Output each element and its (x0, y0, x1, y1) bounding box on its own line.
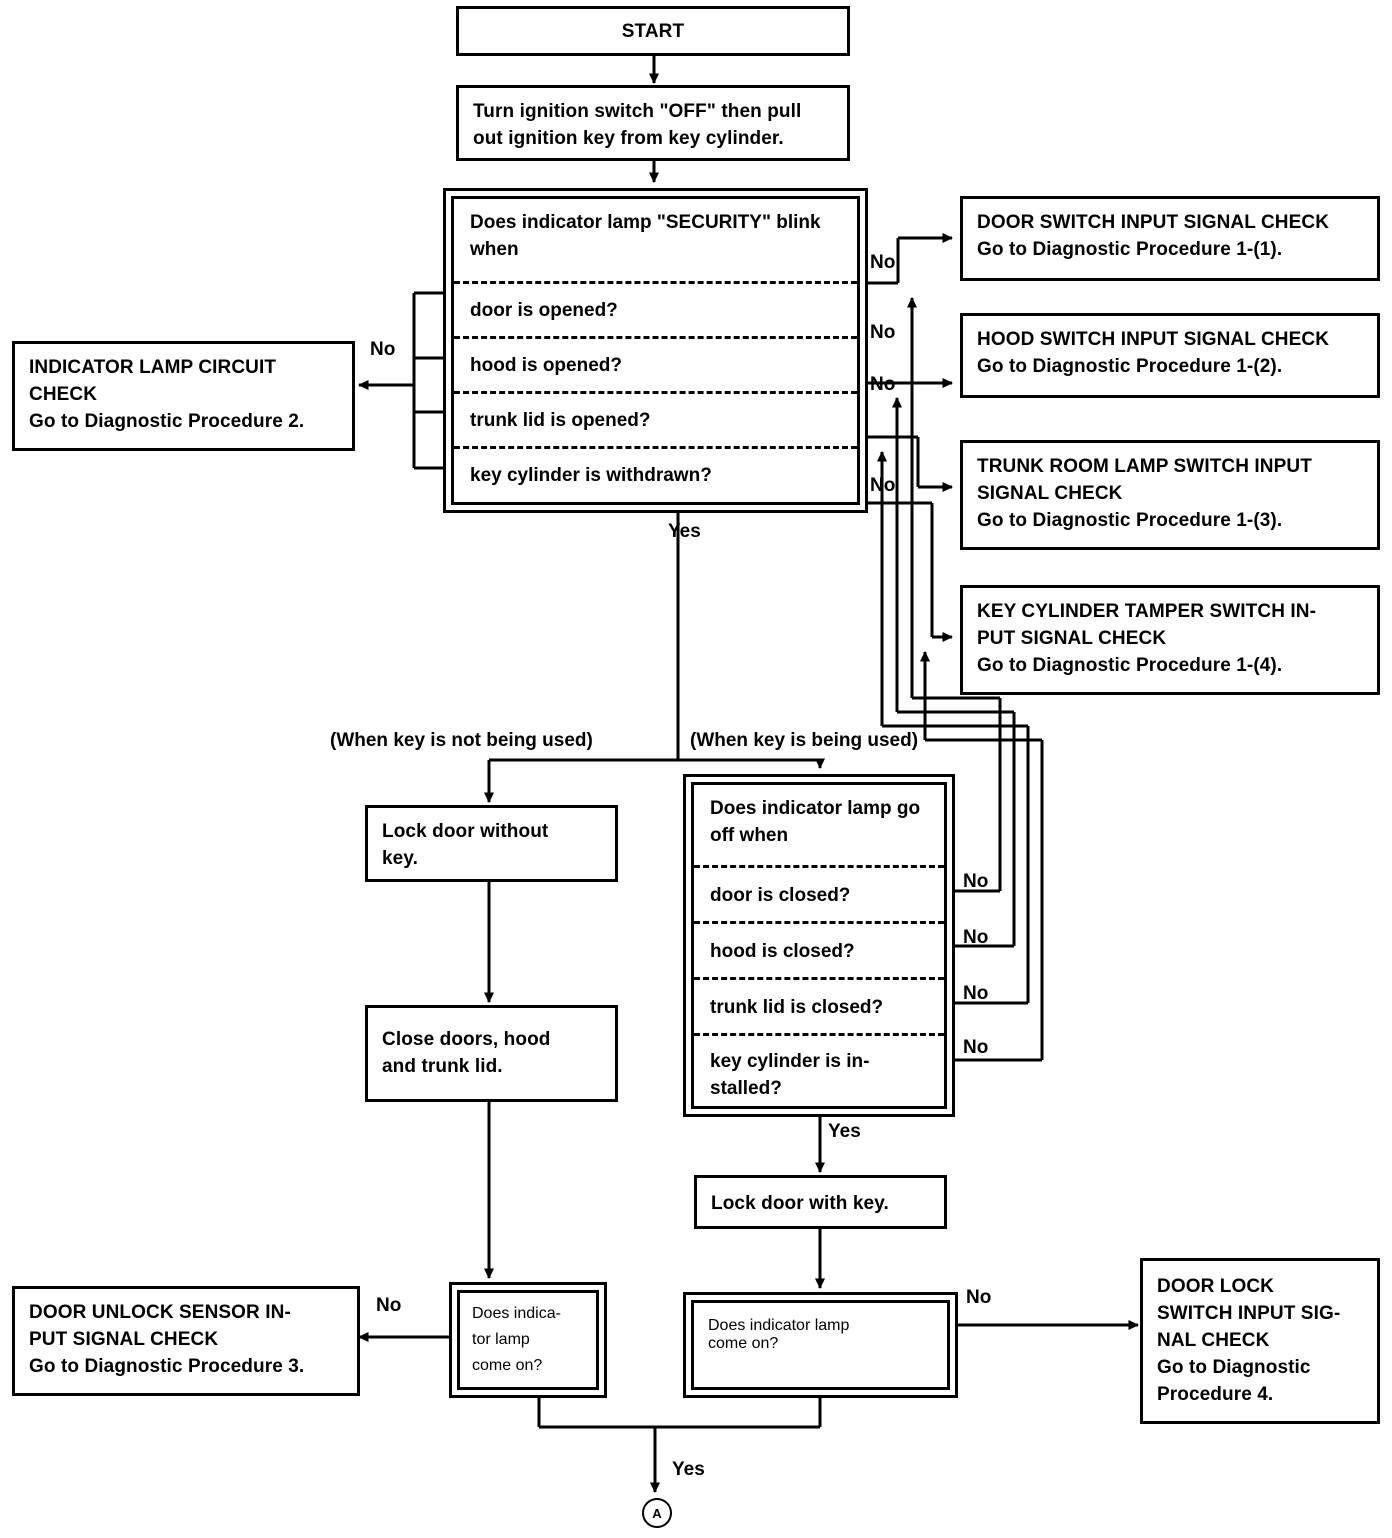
edge-label-no-bottom-right: No (966, 1287, 992, 1308)
node-door-lock-switch-check: DOOR LOCK SWITCH INPUT SIG- NAL CHECK Go… (1140, 1258, 1380, 1424)
decision-row-door-closed: door is closed? (694, 865, 944, 921)
decision-security-blink: Does indicator lamp "SECURITY" blink whe… (443, 188, 868, 513)
edge-label-no-b4: No (963, 1037, 989, 1058)
indicator-lamp-line-1: INDICATOR LAMP CIRCUIT (29, 357, 277, 378)
decision-lamp-go-off: Does indicator lamp go off when door is … (683, 774, 955, 1117)
edge-label-no-left: No (370, 339, 396, 360)
edge-label-no-b2: No (963, 927, 989, 948)
key-tamper-line-3: Go to Diagnostic Procedure 1-(4). (977, 655, 1283, 676)
decision-security-blink-header: Does indicator lamp "SECURITY" blink whe… (470, 212, 821, 260)
node-hood-switch-check: HOOD SWITCH INPUT SIGNAL CHECK Go to Dia… (960, 313, 1380, 398)
lamp-on-left-line-1: Does indica- (472, 1305, 561, 1322)
decision-row-door-opened: door is opened? (454, 281, 857, 336)
edge-label-no-b3: No (963, 983, 989, 1004)
decision-row-key-withdrawn: key cylinder is withdrawn? (454, 446, 857, 501)
hood-switch-line-1: HOOD SWITCH INPUT SIGNAL CHECK (977, 329, 1330, 350)
indicator-lamp-line-3: Go to Diagnostic Procedure 2. (29, 411, 305, 432)
decision-row-trunk-closed: trunk lid is closed? (694, 977, 944, 1033)
lock-with-key-line-1: Lock door with key. (711, 1193, 889, 1214)
trunk-room-line-1: TRUNK ROOM LAMP SWITCH INPUT (977, 456, 1312, 477)
lamp-on-left-line-3: come on? (472, 1357, 543, 1374)
connector-a-label: A (652, 1505, 662, 1521)
door-unlock-line-3: Go to Diagnostic Procedure 3. (29, 1356, 305, 1377)
key-tamper-line-1: KEY CYLINDER TAMPER SWITCH IN- (977, 601, 1317, 622)
door-switch-line-1: DOOR SWITCH INPUT SIGNAL CHECK (977, 212, 1330, 233)
trunk-room-line-2: SIGNAL CHECK (977, 483, 1123, 504)
edge-label-when-key-not-used: (When key is not being used) (330, 730, 593, 751)
door-lock-line-5: Procedure 4. (1157, 1384, 1274, 1405)
door-lock-line-1: DOOR LOCK (1157, 1276, 1275, 1297)
edge-label-yes-bottom: Yes (672, 1459, 705, 1480)
decision-row-hood-closed: hood is closed? (694, 921, 944, 977)
lamp-on-left-line-2: tor lamp (472, 1331, 530, 1348)
node-key-cylinder-tamper-check: KEY CYLINDER TAMPER SWITCH IN- PUT SIGNA… (960, 585, 1380, 695)
node-lock-door-with-key: Lock door with key. (694, 1175, 947, 1229)
door-lock-line-4: Go to Diagnostic (1157, 1357, 1311, 1378)
key-tamper-line-2: PUT SIGNAL CHECK (977, 628, 1167, 649)
node-indicator-lamp-circuit-check: INDICATOR LAMP CIRCUIT CHECK Go to Diagn… (12, 341, 355, 451)
connector-a-icon: A (642, 1498, 672, 1528)
node-turn-ignition: Turn ignition switch "OFF" then pull out… (456, 85, 850, 161)
decision-row-key-installed: key cylinder is in-stalled? (694, 1033, 944, 1109)
decision-lamp-come-on-left: Does indica- tor lamp come on? (449, 1282, 607, 1398)
node-door-unlock-sensor-check: DOOR UNLOCK SENSOR IN- PUT SIGNAL CHECK … (12, 1286, 360, 1396)
node-trunk-room-lamp-check: TRUNK ROOM LAMP SWITCH INPUT SIGNAL CHEC… (960, 440, 1380, 550)
door-lock-line-2: SWITCH INPUT SIG- (1157, 1303, 1341, 1324)
edge-label-no-b1: No (963, 871, 989, 892)
decision-lamp-go-off-header: Does indicator lamp go off when (710, 798, 921, 846)
door-unlock-line-1: DOOR UNLOCK SENSOR IN- (29, 1302, 291, 1323)
door-switch-line-2: Go to Diagnostic Procedure 1-(1). (977, 239, 1283, 260)
edge-label-no-3: No (870, 374, 896, 395)
indicator-lamp-line-2: CHECK (29, 384, 98, 405)
lock-without-key-line-2: key. (382, 848, 418, 869)
node-turn-ignition-label: Turn ignition switch "OFF" then pull out… (473, 101, 802, 149)
decision-row-hood-opened: hood is opened? (454, 336, 857, 391)
node-close-doors: Close doors, hood and trunk lid. (365, 1005, 618, 1102)
node-start-label: START (621, 20, 685, 42)
node-lock-door-without-key: Lock door without key. (365, 805, 618, 882)
edge-label-no-1: No (870, 252, 896, 273)
hood-switch-line-2: Go to Diagnostic Procedure 1-(2). (977, 356, 1283, 377)
trunk-room-line-3: Go to Diagnostic Procedure 1-(3). (977, 510, 1283, 531)
edge-label-yes-main: Yes (668, 521, 701, 542)
lamp-on-right-line-2: come on? (708, 1335, 779, 1352)
lamp-on-right-line-1: Does indicator lamp (708, 1317, 850, 1334)
close-doors-line-2: and trunk lid. (382, 1056, 503, 1077)
node-start: START (456, 6, 850, 56)
lock-without-key-line-1: Lock door without (382, 821, 549, 842)
door-lock-line-3: NAL CHECK (1157, 1330, 1270, 1351)
edge-label-no-2: No (870, 322, 896, 343)
decision-row-trunk-opened: trunk lid is opened? (454, 391, 857, 446)
edge-label-no-4: No (870, 475, 896, 496)
edge-label-when-key-used: (When key is being used) (690, 730, 919, 751)
node-door-switch-check: DOOR SWITCH INPUT SIGNAL CHECK Go to Dia… (960, 196, 1380, 281)
close-doors-line-1: Close doors, hood (382, 1029, 551, 1050)
edge-label-yes-second: Yes (828, 1121, 861, 1142)
edge-label-no-bottom-left: No (376, 1295, 402, 1316)
decision-lamp-come-on-right: Does indicator lamp come on? (683, 1292, 958, 1398)
door-unlock-line-2: PUT SIGNAL CHECK (29, 1329, 219, 1350)
